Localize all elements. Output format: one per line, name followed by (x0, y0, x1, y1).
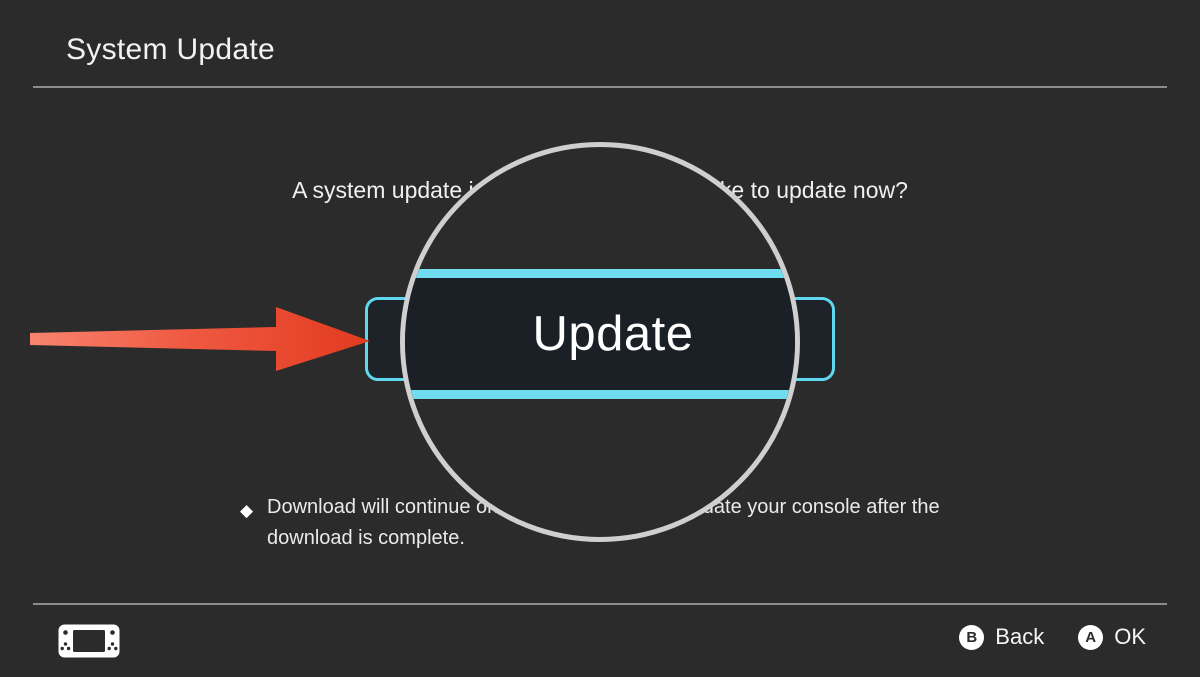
footer-divider (33, 603, 1167, 605)
magnified-update-label: Update (532, 307, 694, 361)
header-divider (33, 86, 1167, 88)
back-action[interactable]: B Back (959, 624, 1044, 650)
a-button-icon: A (1078, 624, 1104, 650)
b-button-icon: B (959, 624, 985, 650)
red-pointer-arrow (30, 307, 370, 371)
footer-actions: B Back A OK (959, 624, 1146, 650)
ok-action-label: OK (1114, 624, 1146, 649)
magnified-update-button: Update (405, 269, 795, 399)
ok-action[interactable]: A OK (1078, 624, 1146, 650)
magnifier-lens: Update (400, 142, 800, 542)
nintendo-switch-console-icon (58, 624, 120, 658)
back-action-label: Back (995, 624, 1045, 649)
diamond-bullet-icon: ◆ (240, 501, 254, 520)
page-title: System Update (66, 33, 275, 66)
